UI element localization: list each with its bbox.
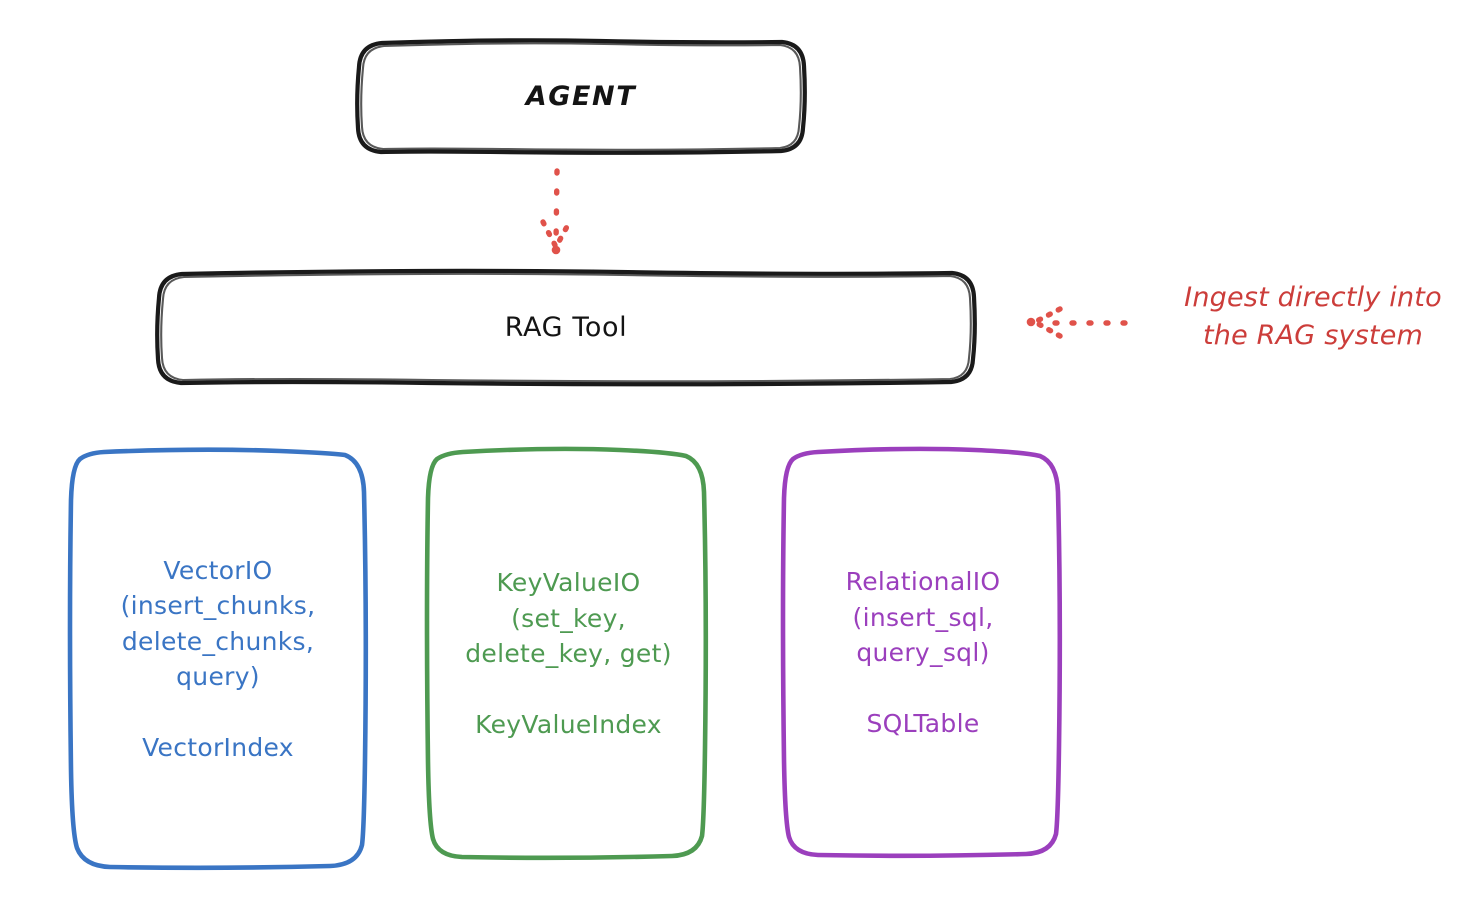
connector-agent-to-rag-tool bbox=[540, 168, 573, 255]
node-agent-label: AGENT bbox=[525, 80, 637, 112]
ingest-annotation-text: Ingest directly into the RAG system bbox=[1184, 282, 1442, 352]
node-rag-tool[interactable]: RAG Tool bbox=[157, 272, 975, 384]
node-key-value-io-label: KeyValueIO (set_key, delete_key, get) Ke… bbox=[465, 568, 672, 740]
node-agent[interactable]: AGENT bbox=[357, 41, 805, 153]
node-vector-io[interactable]: VectorIO (insert_chunks, delete_chunks, … bbox=[70, 450, 366, 868]
connector-ingest-to-rag-tool bbox=[1026, 306, 1128, 339]
node-relational-io-label: RelationalIO (insert_sql, query_sql) SQL… bbox=[845, 567, 1001, 739]
rag-tool-box-outline bbox=[155, 268, 977, 387]
key-value-io-box-outline bbox=[424, 446, 709, 861]
node-rag-tool-label: RAG Tool bbox=[504, 311, 628, 343]
node-vector-io-label: VectorIO (insert_chunks, delete_chunks, … bbox=[120, 555, 316, 763]
agent-box-outline bbox=[355, 38, 807, 155]
node-key-value-io[interactable]: KeyValueIO (set_key, delete_key, get) Ke… bbox=[430, 450, 707, 858]
node-relational-io[interactable]: RelationalIO (insert_sql, query_sql) SQL… bbox=[785, 450, 1061, 856]
vector-io-box-outline bbox=[67, 447, 369, 871]
relational-io-box-outline bbox=[780, 446, 1063, 859]
